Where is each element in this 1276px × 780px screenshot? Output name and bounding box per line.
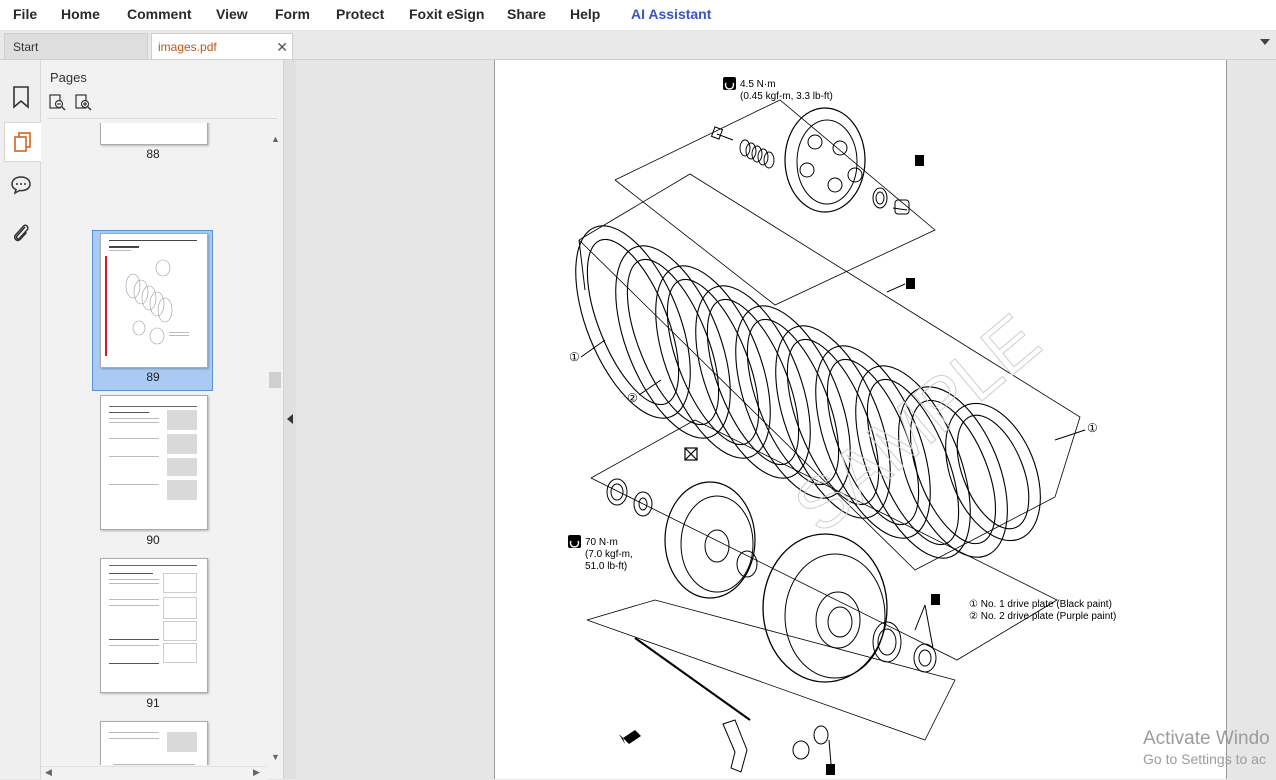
tab-images-pdf[interactable]: images.pdf ✕ [151,33,293,59]
menu-help[interactable]: Help [570,6,601,22]
panel-title: Pages [50,70,87,85]
scroll-left-icon[interactable]: ◀ [45,767,52,777]
pdf-page: SAMPLE 4.5 N·m (0.45 kgf-m, 3.3 lb-ft) ①… [494,60,1227,779]
tab-doc-label: images.pdf [158,40,217,54]
legend-drive-plate-1: ① No. 1 drive plate (Black paint) [969,599,1112,610]
pages-icon[interactable] [4,122,41,162]
callout-plate-1-left: ① [569,350,580,364]
menu-foxit-esign[interactable]: Foxit eSign [409,6,485,22]
menu-form[interactable]: Form [275,6,310,22]
attachment-icon[interactable] [6,214,36,252]
tab-start-label: Start [13,40,39,54]
thumbnail-page-92[interactable] [100,721,208,765]
menu-ai-assistant[interactable]: AI Assistant [631,6,712,22]
thumbnail-vertical-scrollbar[interactable]: ▲ ▼ [268,134,282,766]
thumbnail-preview-diagram [105,256,203,356]
panel-splitter[interactable] [283,60,296,779]
zoom-in-thumbnails-icon[interactable] [75,94,92,116]
menu-share[interactable]: Share [507,6,546,22]
torque-bottom-detail-1: (7.0 kgf-m, [585,549,633,560]
thumbnail-list: 88 89 [41,123,267,765]
menu-protect[interactable]: Protect [336,6,385,22]
thumbnail-page-90[interactable] [100,395,208,530]
menu-view[interactable]: View [216,6,248,22]
menu-bar: File Home Comment View Form Protect Foxi… [0,0,1276,31]
bookmark-icon[interactable] [6,78,36,116]
menu-file[interactable]: File [13,6,38,22]
scrollbar-thumb[interactable] [269,372,281,388]
legend-drive-plate-2: ② No. 2 drive plate (Purple paint) [969,611,1117,622]
thumbnail-page-88[interactable] [100,123,208,145]
scroll-down-icon[interactable]: ▼ [271,752,280,762]
torque-top-detail: (0.45 kgf-m, 3.3 lb-ft) [740,91,833,102]
menu-home[interactable]: Home [61,6,100,22]
callout-plate-1-right: ① [1087,421,1098,435]
activation-line-1: Activate Windo [1143,728,1270,749]
document-viewer: SAMPLE 4.5 N·m (0.45 kgf-m, 3.3 lb-ft) ①… [296,60,1276,779]
thumbnail-page-number: 90 [146,533,160,547]
thumbnail-page-89[interactable] [100,233,208,368]
comment-icon[interactable] [6,166,36,204]
tab-list-dropdown-icon[interactable] [1260,39,1270,45]
pages-panel: Pages 88 [41,60,283,780]
navigation-rail [0,60,41,779]
thumbnail-page-number: 89 [146,370,160,384]
torque-bottom-detail-2: 51.0 lb-ft) [585,561,628,572]
scroll-up-icon[interactable]: ▲ [271,134,280,144]
tab-start[interactable]: Start [4,33,148,59]
panel-divider [47,118,277,119]
thumbnail-page-number: 88 [146,147,160,161]
zoom-out-thumbnails-icon[interactable] [49,94,66,116]
sample-watermark: SAMPLE [780,299,1055,548]
torque-top-value: 4.5 N·m [740,79,776,90]
collapse-panel-icon[interactable] [287,414,293,424]
thumbnail-horizontal-scrollbar[interactable]: ◀ ▶ [41,766,267,780]
activation-line-2: Go to Settings to ac [1143,751,1266,767]
exploded-clutch-diagram: SAMPLE [568,77,1086,775]
thumbnail-page-number: 91 [146,696,160,710]
scroll-right-icon[interactable]: ▶ [253,767,260,777]
torque-bottom-value: 70 N·m [585,537,618,548]
os-activation-watermark: Activate Windo Go to Settings to ac [1143,728,1270,768]
thumbnail-page-91[interactable] [100,558,208,693]
close-icon[interactable]: ✕ [276,39,288,55]
menu-comment[interactable]: Comment [127,6,192,22]
document-tab-bar: Start images.pdf ✕ [0,31,1276,60]
panel-toolbar [49,94,92,116]
callout-plate-2: ② [627,391,638,405]
